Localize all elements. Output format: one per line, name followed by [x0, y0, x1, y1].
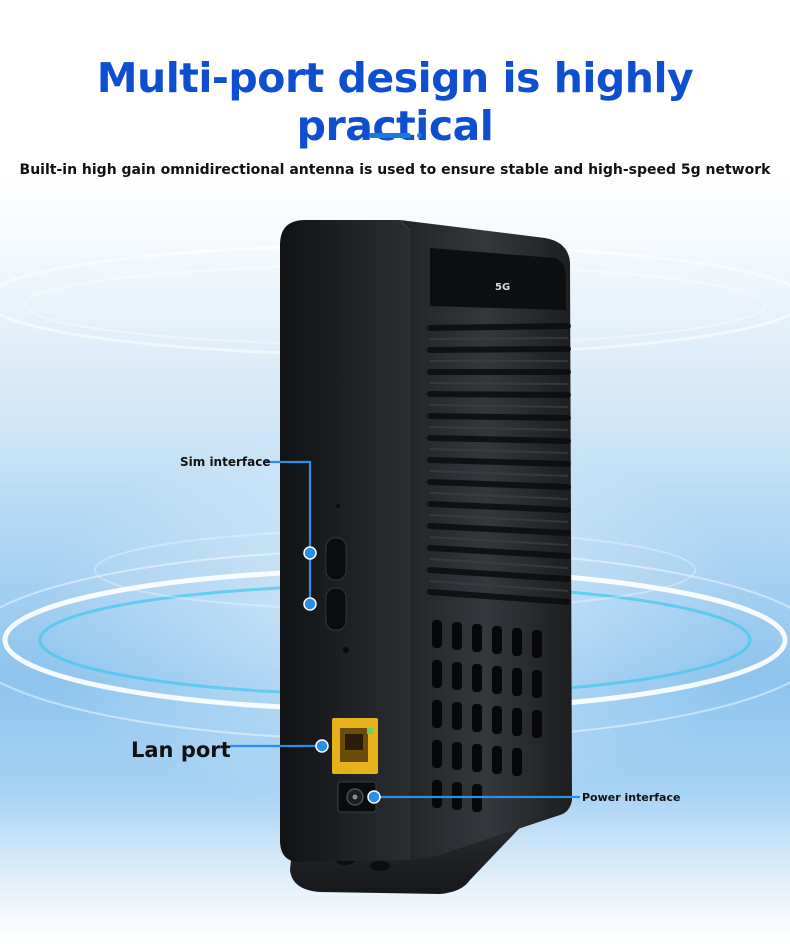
lan-marker: [315, 739, 329, 753]
sim-marker-upper: [303, 546, 317, 560]
sim-interface-label: Sim interface: [180, 455, 271, 469]
page-subtitle: Built-in high gain omnidirectional anten…: [19, 162, 771, 178]
power-marker: [367, 790, 381, 804]
title-accent-dot: [417, 133, 422, 138]
device-badge-5g: 5G: [495, 282, 511, 293]
title-accent-bar: [369, 133, 411, 138]
sim-marker-lower: [303, 597, 317, 611]
page-title: Multi-port design is highly practical: [96, 54, 694, 150]
lan-port-label: Lan port: [131, 738, 231, 762]
power-interface-label: Power interface: [582, 791, 681, 804]
